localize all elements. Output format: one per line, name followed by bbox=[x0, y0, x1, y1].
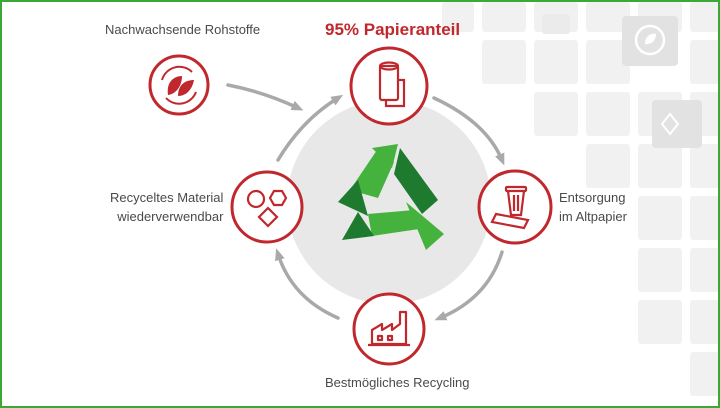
trash-can-icon bbox=[490, 185, 530, 230]
label-recycled-line1: Recyceltes Material bbox=[110, 190, 224, 205]
node-paper bbox=[349, 46, 429, 126]
label-disposal-line1: Entsorgung bbox=[559, 190, 626, 205]
center-disc bbox=[287, 100, 491, 304]
recycle-icon bbox=[338, 144, 444, 250]
label-disposal: Entsorgung im Altpapier bbox=[559, 188, 627, 226]
paper-roll-icon bbox=[378, 61, 406, 108]
arrow-raw-to-paper bbox=[226, 83, 304, 111]
node-recycled bbox=[230, 170, 304, 244]
node-raw bbox=[148, 54, 210, 116]
label-disposal-line2: im Altpapier bbox=[559, 209, 627, 224]
label-recycled: Recyceltes Material wiederverwendbar bbox=[110, 188, 223, 226]
arrow-disposal-to-recycling bbox=[434, 250, 504, 321]
arrow-recycled-to-paper bbox=[276, 94, 344, 162]
node-disposal bbox=[477, 169, 553, 245]
node-recycling bbox=[352, 292, 426, 366]
shapes-icon bbox=[246, 189, 288, 228]
leaves-cycle-icon bbox=[161, 65, 197, 105]
label-recycled-line2: wiederverwendbar bbox=[117, 209, 224, 224]
page-title: 95% Papieranteil bbox=[325, 20, 461, 39]
label-raw: Nachwachsende Rohstoffe bbox=[105, 22, 261, 37]
arrow-paper-to-disposal bbox=[432, 96, 505, 166]
factory-icon bbox=[368, 310, 410, 347]
label-recycling: Bestmögliches Recycling bbox=[325, 375, 470, 390]
arrow-recycling-to-recycled bbox=[275, 248, 340, 320]
